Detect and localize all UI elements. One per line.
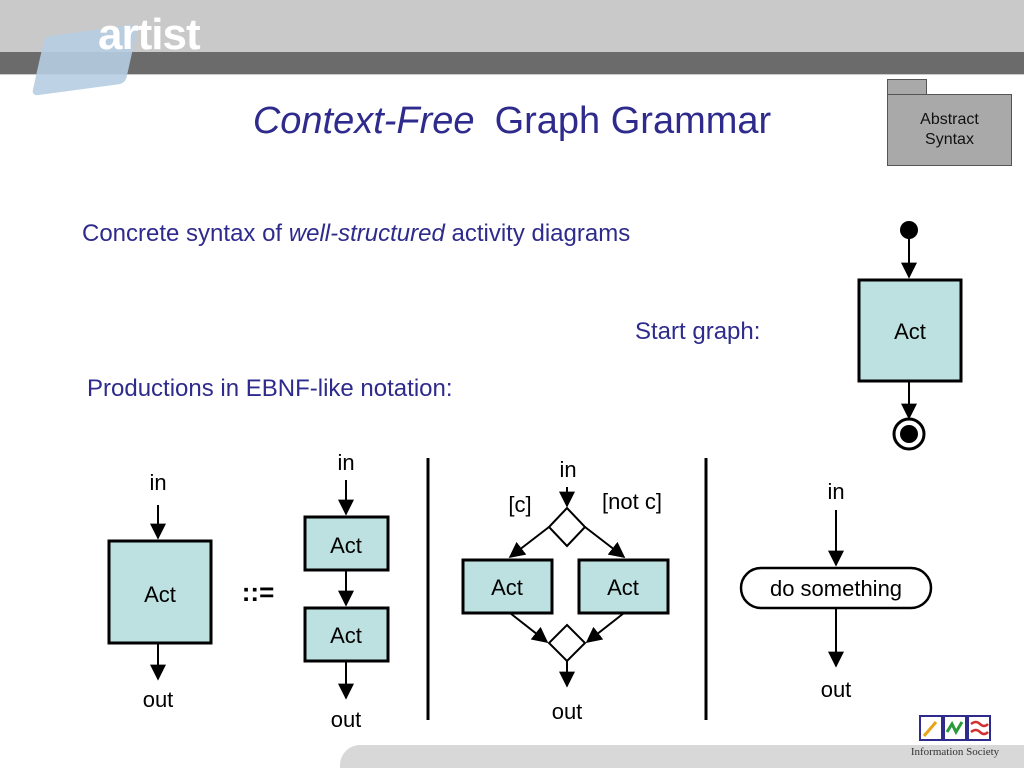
seq-in-label: in (337, 450, 354, 475)
action-out-label: out (821, 677, 852, 702)
dec-act-box-left (461, 558, 554, 615)
final-node-dot (900, 425, 918, 443)
action-label: do something (770, 576, 902, 601)
title-italic: Context-Free (252, 100, 475, 142)
lhs-act-box (107, 539, 213, 645)
merge-arrow-right (585, 612, 625, 643)
seq-out-label: out (331, 707, 362, 732)
guard-not-c: [not c] (602, 489, 662, 514)
concrete-italic: well-structured (288, 220, 445, 247)
ist-text: Information Society (910, 746, 1000, 758)
slide-title: Context-Free Graph Grammar (0, 100, 1024, 143)
action-in-label: in (827, 479, 844, 504)
abstract-syntax-badge: Abstract Syntax (887, 94, 1012, 166)
production-symbol: ::= (242, 577, 275, 607)
start-act-label: Act (894, 319, 926, 344)
header-stripe (0, 52, 1024, 74)
lhs-out-label: out (143, 687, 174, 712)
dec-arrow-right (584, 526, 626, 558)
seq-act-label-2: Act (330, 623, 362, 648)
concrete-prefix: Concrete syntax of (82, 220, 289, 247)
dec-out-label: out (552, 699, 583, 724)
concrete-syntax-line: Concrete syntax of well-structured activ… (82, 220, 630, 248)
initial-node (900, 221, 918, 239)
ist-logo (919, 715, 991, 741)
productions-label: Productions in EBNF-like notation: (87, 375, 453, 402)
guard-c: [c] (508, 492, 531, 517)
merge-arrow-left (509, 612, 549, 643)
start-graph-label: Start graph: (635, 318, 761, 345)
dec-act-label-right: Act (607, 575, 639, 600)
seq-act-label-1: Act (330, 533, 362, 558)
footer-bar (340, 745, 1024, 768)
merge-diamond (547, 623, 587, 663)
lhs-act-label: Act (144, 582, 176, 607)
decision-diamond (547, 506, 587, 548)
logo-text: artist (98, 10, 201, 59)
dec-in-label: in (559, 457, 576, 482)
dec-act-box-right (577, 558, 670, 615)
title-rest: Graph Grammar (494, 100, 772, 142)
dec-arrow-left (508, 526, 550, 558)
dec-act-label-left: Act (491, 575, 523, 600)
concrete-suffix: activity diagrams (444, 220, 631, 247)
lhs-in-label: in (149, 470, 166, 495)
